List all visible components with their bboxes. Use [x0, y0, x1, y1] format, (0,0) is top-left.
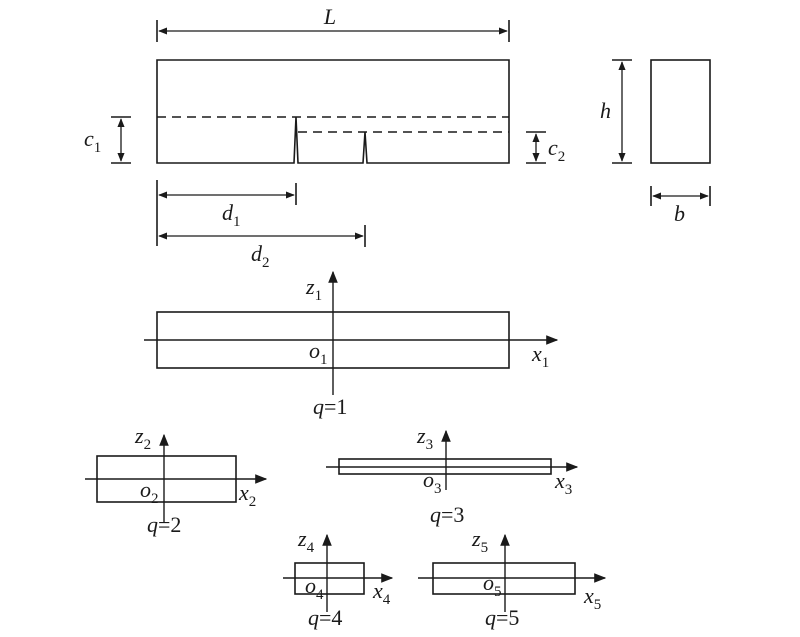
q4-label: q=4 [308, 605, 342, 630]
o1-label: o1 [309, 338, 328, 368]
h-label: h [600, 98, 611, 123]
segment-q2: z2 x2 o2 q=2 [85, 423, 268, 537]
beam-cross-section: h b [600, 59, 711, 226]
length-label: L [323, 4, 336, 29]
beam-outline [156, 59, 510, 164]
segment-q3: z3 x3 o3 q=3 [326, 423, 579, 527]
o4-label: o4 [305, 573, 324, 603]
q2-label: q=2 [147, 512, 181, 537]
x2-label: x2 [238, 480, 256, 510]
segment-q5: z5 x5 o5 q=5 [418, 526, 607, 630]
q5-label: q=5 [485, 605, 519, 630]
z4-label: z4 [297, 526, 315, 556]
o5-label: o5 [483, 570, 502, 600]
q3-label: q=3 [430, 502, 464, 527]
b-label: b [674, 201, 685, 226]
c1-label: c1 [84, 126, 101, 156]
d2-label: d2 [251, 241, 270, 271]
x3-label: x3 [554, 468, 572, 498]
o2-label: o2 [140, 477, 159, 507]
d1-label: d1 [222, 200, 241, 230]
cross-section-rect [650, 59, 711, 164]
z1-label: z1 [305, 274, 322, 304]
o3-label: o3 [423, 467, 442, 497]
c2-label: c2 [548, 135, 565, 165]
x4-label: x4 [372, 578, 391, 608]
z5-label: z5 [471, 526, 488, 556]
segment-q4: z4 x4 o4 q=4 [283, 526, 394, 630]
x1-label: x1 [531, 341, 549, 371]
z3-label: z3 [416, 423, 433, 453]
beam-side-view: L c1 c2 d1 d2 [84, 4, 565, 271]
segment-q1: z1 x1 o1 q=1 [144, 270, 559, 419]
x5-label: x5 [583, 583, 601, 613]
z2-label: z2 [134, 423, 151, 453]
q1-label: q=1 [313, 394, 347, 419]
